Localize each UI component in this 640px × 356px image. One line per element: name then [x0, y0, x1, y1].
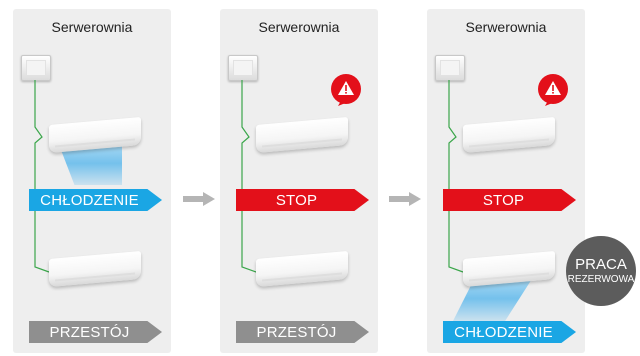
- server-room-panel-3: Serwerownia STOP CHŁODZENIE: [427, 9, 585, 353]
- status-tag-stop: STOP: [443, 189, 576, 211]
- warning-triangle-icon: [331, 74, 361, 106]
- wall-controller-icon: [228, 55, 258, 81]
- panel-title: Serwerownia: [258, 19, 340, 35]
- wall-controller-icon: [435, 55, 465, 81]
- status-tag-stop: STOP: [236, 189, 369, 211]
- status-tag-cooling: CHŁODZENIE: [29, 189, 162, 211]
- sequence-arrow-icon: [389, 192, 421, 206]
- badge-line-1: PRACA: [575, 256, 627, 274]
- warning-triangle-icon: [538, 74, 568, 106]
- sequence-arrow-icon: [183, 192, 215, 206]
- status-tag-idle: PRZESTÓJ: [236, 321, 369, 343]
- panel-title: Serwerownia: [465, 19, 547, 35]
- control-wiring: [241, 80, 257, 273]
- wall-controller-icon: [21, 55, 51, 81]
- badge-line-2: REZERWOWA: [567, 273, 635, 285]
- control-wiring: [448, 80, 464, 273]
- reserve-operation-badge: PRACA REZERWOWA: [566, 236, 636, 306]
- server-room-panel-1: Serwerownia CHŁODZENIE PRZESTÓJ: [13, 9, 171, 353]
- status-tag-idle: PRZESTÓJ: [29, 321, 162, 343]
- panel-title: Serwerownia: [51, 19, 133, 35]
- server-room-panel-2: Serwerownia STOP PRZESTÓJ: [220, 9, 378, 353]
- control-wiring: [34, 80, 50, 273]
- status-tag-cooling: CHŁODZENIE: [443, 321, 576, 343]
